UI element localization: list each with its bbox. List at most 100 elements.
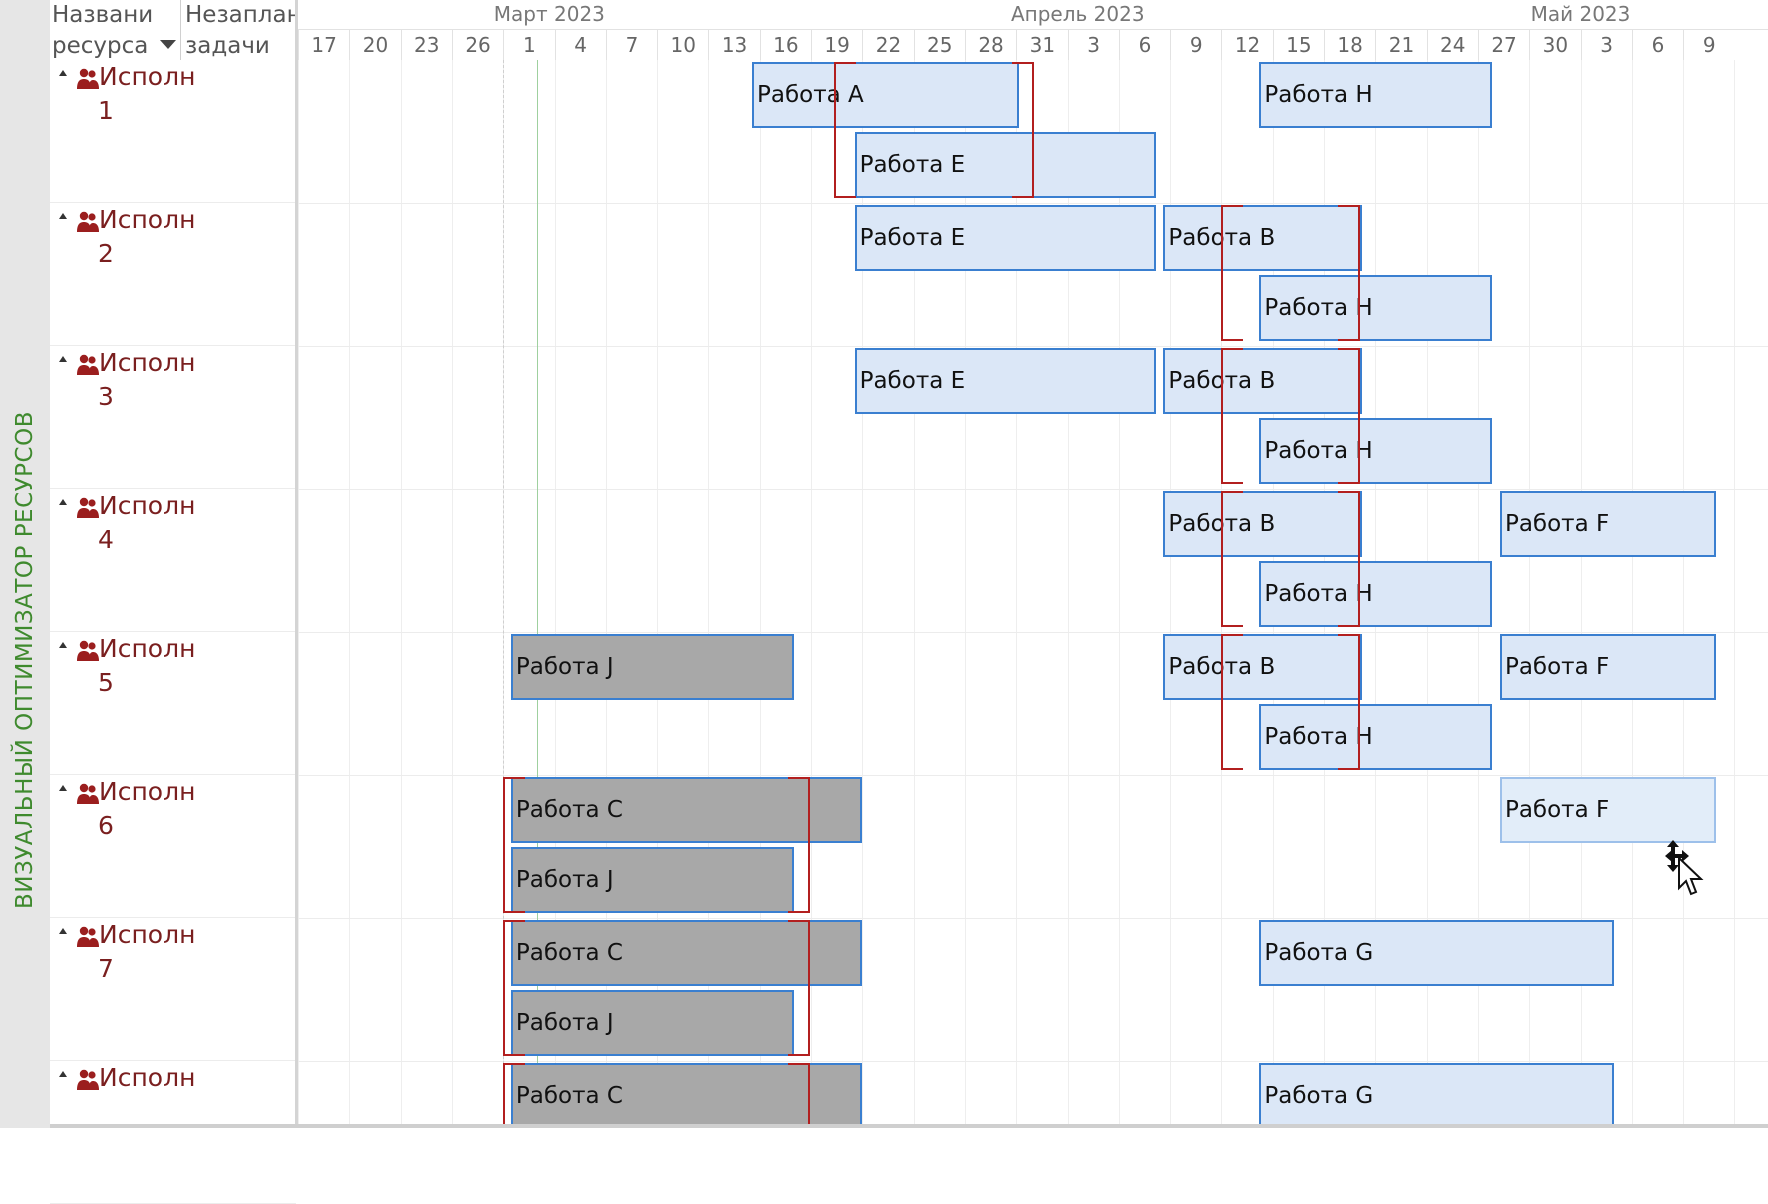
resource-row[interactable]: Исполн 6 — [50, 775, 296, 918]
grid-row-line — [298, 203, 1768, 204]
grid-row-line — [298, 632, 1768, 633]
assignment-bar[interactable]: Работа C — [510, 920, 863, 986]
timescale-day: 18 — [1324, 30, 1375, 60]
assignment-bar[interactable]: Работа B — [1163, 205, 1362, 271]
grid-column-line — [1529, 60, 1531, 1124]
assignment-bar[interactable]: Работа H — [1259, 418, 1492, 484]
assignment-bar[interactable]: Работа H — [1259, 275, 1492, 341]
assignment-bar[interactable]: Работа H — [1259, 561, 1492, 627]
assignment-bar[interactable]: Работа C — [510, 777, 863, 843]
column-filter-dropdown-icon[interactable] — [160, 40, 176, 49]
overallocation-bracket-end — [787, 777, 810, 913]
person-group-icon — [77, 926, 99, 947]
resource-name: Исполн — [99, 920, 196, 949]
assignment-bar[interactable]: Работа H — [1259, 62, 1492, 128]
timescale-day: 1 — [503, 30, 554, 60]
horizontal-scrollbar[interactable] — [50, 1124, 1768, 1128]
view-bar[interactable]: ВИЗУАЛЬНЫЙ ОПТИМИЗАТОР РЕСУРСОВ — [0, 0, 51, 1128]
assignment-bar[interactable]: Работа B — [1163, 491, 1362, 557]
collapse-caret-icon[interactable] — [59, 642, 67, 648]
overallocation-bracket-end — [1337, 205, 1360, 341]
collapse-caret-icon[interactable] — [59, 213, 67, 219]
grid-row-line — [298, 1061, 1768, 1062]
grid-row-line — [298, 775, 1768, 776]
assignment-bar[interactable]: Работа J — [510, 634, 795, 700]
assignment-bar[interactable]: Работа B — [1163, 348, 1362, 414]
grid-column-line — [964, 60, 966, 1124]
assignment-bar[interactable]: Работа A — [752, 62, 1019, 128]
overallocation-bracket-start — [1221, 491, 1244, 627]
assignment-bar[interactable]: Работа J — [510, 847, 795, 913]
resource-row[interactable]: Исполн 3 — [50, 346, 296, 489]
grid-row-line — [298, 489, 1768, 490]
assignment-bar[interactable]: Работа G — [1259, 1063, 1614, 1124]
assignment-bar[interactable]: Работа E — [854, 348, 1156, 414]
assignment-bar[interactable]: Работа C — [510, 1063, 863, 1124]
grid-column-line — [298, 60, 299, 1124]
resource-row-divider — [50, 202, 296, 203]
assignment-bar[interactable]: Работа G — [1259, 920, 1614, 986]
collapse-caret-icon[interactable] — [59, 785, 67, 791]
left-grid-header: Названи ресурса Незаплан задачи — [50, 0, 302, 62]
timescale-day: 26 — [451, 30, 503, 60]
collapse-caret-icon[interactable] — [59, 70, 67, 76]
grid-column-line — [1170, 60, 1172, 1124]
column-header-resource-name[interactable]: Названи ресурса — [52, 2, 154, 59]
assignment-bar[interactable]: Работа F — [1499, 491, 1717, 557]
resource-number: 6 — [98, 811, 114, 840]
assignment-bar[interactable]: Работа E — [854, 205, 1156, 271]
grid-column-line — [1118, 60, 1120, 1124]
timescale-day: 3 — [1067, 30, 1119, 60]
timescale-day: 17 — [298, 30, 349, 60]
grid-row-line — [298, 918, 1768, 919]
resource-row-divider — [50, 345, 296, 346]
overallocation-bracket-end — [1337, 348, 1360, 484]
move-cursor-icon — [1665, 840, 1704, 896]
resource-name: Исполн — [99, 1063, 196, 1092]
collapse-caret-icon[interactable] — [59, 499, 67, 505]
grid-column-line — [811, 60, 812, 1124]
assignment-bar[interactable]: Работа H — [1259, 704, 1492, 770]
timescale-month: Март 2023 — [493, 2, 605, 26]
resource-name: Исполн — [99, 634, 196, 663]
resource-name: Исполн — [99, 777, 196, 806]
grid-column-line — [1067, 60, 1069, 1124]
resource-row[interactable]: Исполн — [50, 1061, 296, 1204]
grid-row-line — [298, 346, 1768, 347]
assignment-bar[interactable]: Работа F — [1499, 777, 1717, 843]
overallocation-bracket-start — [1221, 348, 1244, 484]
timescale-day: 15 — [1272, 30, 1324, 60]
resource-name: Исполн — [99, 491, 196, 520]
timescale-day: 23 — [400, 30, 452, 60]
person-group-icon — [77, 783, 99, 804]
timescale-day: 28 — [964, 30, 1016, 60]
resource-number: 3 — [98, 382, 114, 411]
pane-splitter[interactable] — [295, 0, 298, 1128]
grid-column-line — [349, 60, 351, 1124]
grid-column-line — [657, 60, 659, 1124]
assignment-bar[interactable]: Работа B — [1163, 634, 1362, 700]
assignment-bar[interactable]: Работа J — [510, 990, 795, 1056]
timescale-day: 19 — [811, 30, 862, 60]
timescale-day: 3 — [1580, 30, 1632, 60]
grid-column-line — [759, 60, 761, 1124]
assignment-bar[interactable]: Работа F — [1499, 634, 1717, 700]
timescale-month: Май 2023 — [1530, 2, 1631, 26]
overallocation-bracket-start — [834, 62, 857, 198]
overallocation-bracket-end — [787, 920, 810, 1056]
overallocation-bracket-start — [1221, 205, 1244, 341]
assignment-bar[interactable]: Работа E — [854, 132, 1156, 198]
column-header-unplanned-tasks[interactable]: Незаплан задачи — [180, 0, 302, 62]
resource-name: Исполн — [99, 348, 196, 377]
resource-number: 1 — [98, 96, 114, 125]
collapse-caret-icon[interactable] — [59, 356, 67, 362]
grid-column-line — [1016, 60, 1018, 1124]
collapse-caret-icon[interactable] — [59, 928, 67, 934]
collapse-caret-icon[interactable] — [59, 1071, 67, 1077]
